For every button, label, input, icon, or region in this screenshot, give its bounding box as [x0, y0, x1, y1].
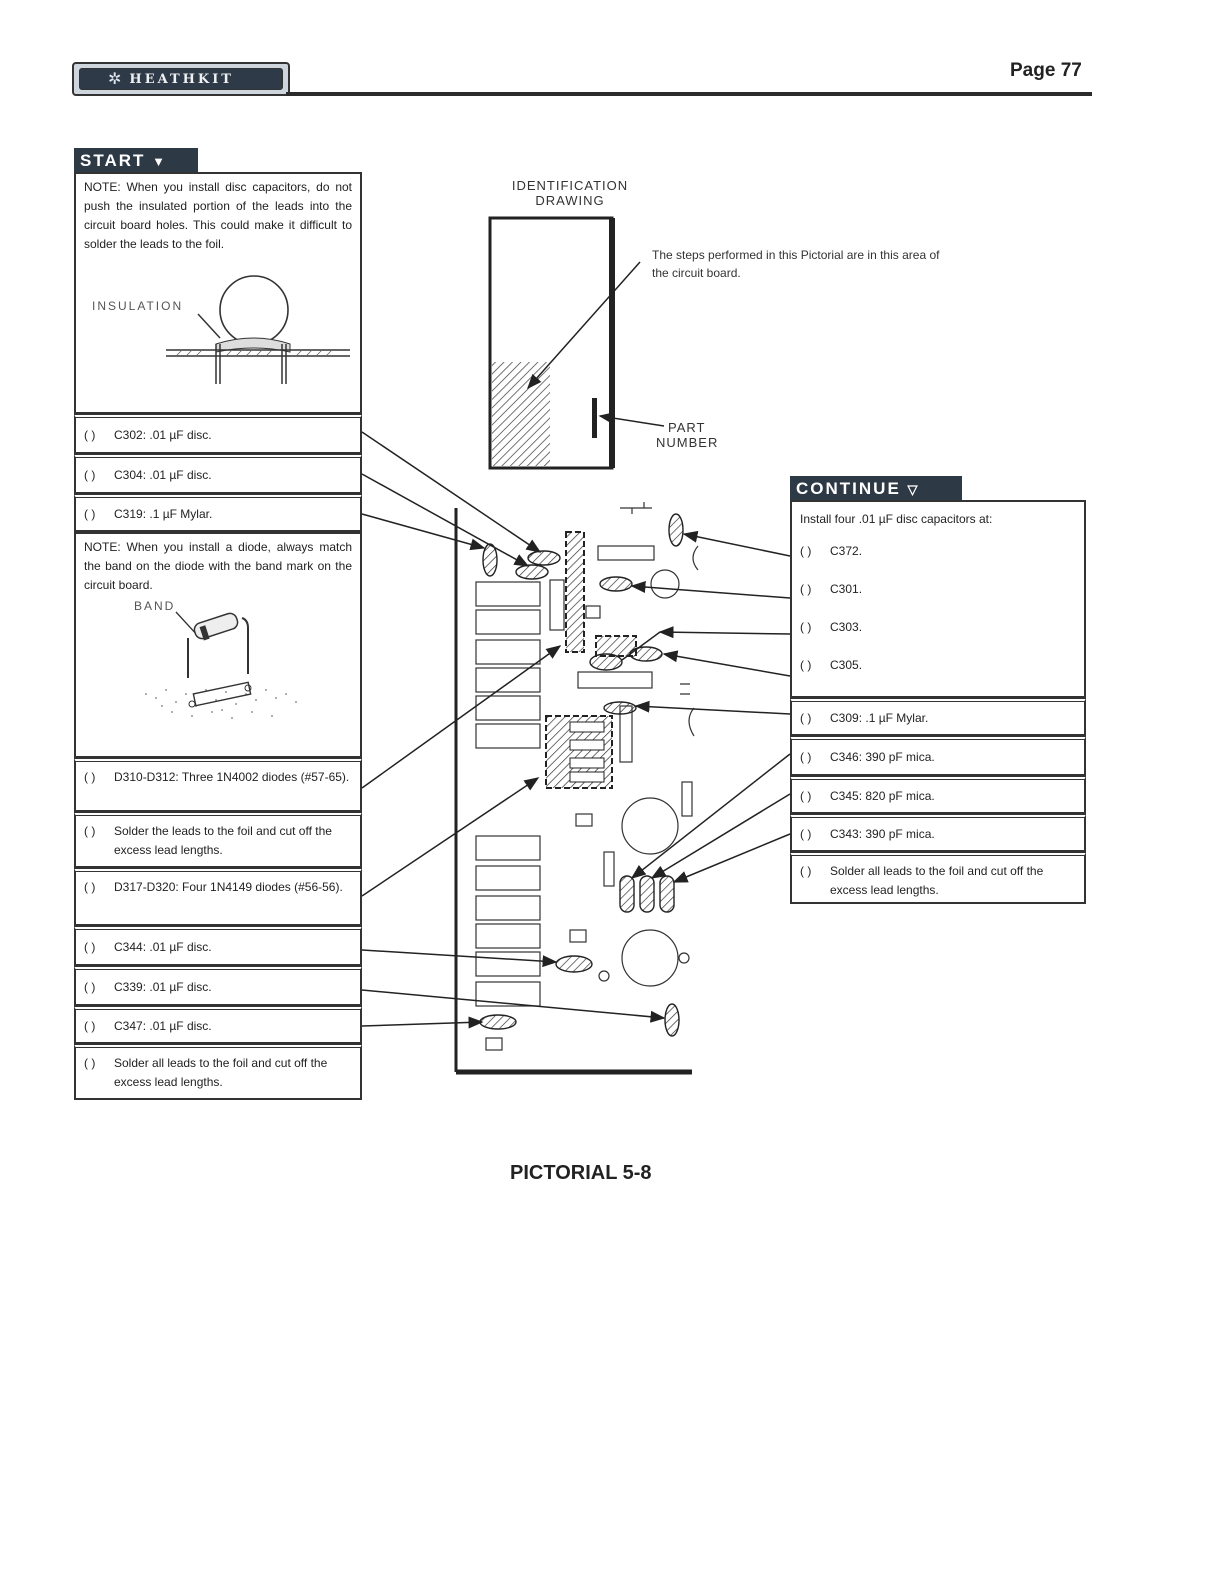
step-c372[interactable]: ( ) C372.: [792, 532, 1084, 570]
checkbox[interactable]: ( ): [800, 582, 812, 596]
checkbox[interactable]: ( ): [84, 507, 96, 521]
identification-line2: DRAWING: [535, 193, 605, 208]
board-components: [475, 502, 699, 1051]
identification-title: IDENTIFICATION DRAWING: [490, 178, 650, 208]
step-text: C309: .1 µF Mylar.: [830, 711, 929, 725]
step-text: C339: .01 µF disc.: [114, 980, 212, 994]
page-number: Page 77: [1010, 60, 1082, 81]
continue-disc-list: Install four .01 µF disc capacitors at: …: [790, 500, 1086, 698]
step-c344[interactable]: ( ) C344: .01 µF disc.: [74, 926, 362, 966]
pictorial-caption: PICTORIAL 5-8: [510, 1162, 652, 1184]
insulation-label: INSULATION: [92, 299, 183, 313]
step-solder-3[interactable]: ( ) Solder all leads to the foil and cut…: [790, 852, 1086, 904]
checkbox[interactable]: ( ): [84, 1056, 96, 1070]
step-c309[interactable]: ( ) C309: .1 µF Mylar.: [790, 698, 1086, 736]
checkbox[interactable]: ( ): [84, 980, 96, 994]
step-text: C303.: [830, 620, 863, 634]
note-disc-text: NOTE: When you install disc capacitors, …: [84, 180, 352, 251]
main-board-outline: [454, 508, 692, 1075]
note-diode-band: NOTE: When you install a diode, always m…: [74, 532, 362, 758]
work-area: [545, 531, 637, 789]
checkbox[interactable]: ( ): [800, 620, 812, 634]
step-c345[interactable]: ( ) C345: 820 pF mica.: [790, 776, 1086, 814]
arrow-down-outline-icon: ▽: [907, 482, 920, 497]
step-c343[interactable]: ( ) C343: 390 pF mica.: [790, 814, 1086, 852]
continue-banner: CONTINUE ▽: [790, 476, 962, 502]
checkbox[interactable]: ( ): [800, 789, 812, 803]
heathkit-logo: ✲ HEATHKIT: [72, 62, 290, 96]
step-d310-d312[interactable]: ( ) D310-D312: Three 1N4002 diodes (#57-…: [74, 758, 362, 812]
step-c319[interactable]: ( ) C319: .1 µF Mylar.: [74, 494, 362, 532]
start-banner: START ▼: [74, 148, 198, 174]
step-c304[interactable]: ( ) C304: .01 µF disc.: [74, 454, 362, 494]
part-line1: PART: [668, 420, 706, 435]
step-text: D310-D312: Three 1N4002 diodes (#57-65).: [114, 770, 350, 784]
checkbox[interactable]: ( ): [84, 428, 96, 442]
step-d317-d320[interactable]: ( ) D317-D320: Four 1N4149 diodes (#56-5…: [74, 868, 362, 926]
part-number-label: PART NUMBER: [656, 420, 718, 450]
start-banner-label: START: [80, 151, 146, 170]
step-text: Solder the leads to the foil and cut off…: [114, 824, 332, 857]
step-c346[interactable]: ( ) C346: 390 pF mica.: [790, 736, 1086, 776]
checkbox[interactable]: ( ): [800, 658, 812, 672]
step-text: C345: 820 pF mica.: [830, 789, 935, 803]
identification-board-outline: [488, 216, 665, 470]
atom-icon: ✲: [108, 71, 122, 88]
continue-banner-label: CONTINUE: [796, 479, 901, 498]
checkbox[interactable]: ( ): [84, 1019, 96, 1033]
identification-line1: IDENTIFICATION: [511, 178, 629, 193]
band-label: BAND: [134, 599, 175, 613]
step-c339[interactable]: ( ) C339: .01 µF disc.: [74, 966, 362, 1006]
step-text: C347: .01 µF disc.: [114, 1019, 212, 1033]
step-text: C302: .01 µF disc.: [114, 428, 212, 442]
step-solder-2[interactable]: ( ) Solder all leads to the foil and cut…: [74, 1044, 362, 1100]
step-c303[interactable]: ( ) C303.: [792, 608, 1084, 646]
continue-intro: Install four .01 µF disc capacitors at:: [800, 512, 993, 526]
checkbox[interactable]: ( ): [84, 880, 96, 894]
step-text: D317-D320: Four 1N4149 diodes (#56-56).: [114, 880, 343, 894]
step-text: C301.: [830, 582, 863, 596]
step-c347[interactable]: ( ) C347: .01 µF disc.: [74, 1006, 362, 1044]
part-line2: NUMBER: [656, 435, 719, 450]
step-text: C343: 390 pF mica.: [830, 827, 935, 841]
checkbox[interactable]: ( ): [800, 711, 812, 725]
note-diode-text: NOTE: When you install a diode, always m…: [84, 540, 352, 592]
checkbox[interactable]: ( ): [800, 864, 812, 878]
checkbox[interactable]: ( ): [84, 770, 96, 784]
step-text: C304: .01 µF disc.: [114, 468, 212, 482]
capacitor-symbols: [479, 513, 684, 1037]
step-text: C344: .01 µF disc.: [114, 940, 212, 954]
checkbox[interactable]: ( ): [84, 468, 96, 482]
left-leader-arrows: [361, 431, 666, 1029]
step-c305[interactable]: ( ) C305.: [792, 646, 1084, 684]
disc-capacitor-illustration: INSULATION: [92, 275, 350, 384]
step-text: C346: 390 pF mica.: [830, 750, 935, 764]
note-disc-capacitors: NOTE: When you install disc capacitors, …: [74, 172, 362, 414]
checkbox[interactable]: ( ): [800, 544, 812, 558]
steps-area-note: The steps performed in this Pictorial ar…: [652, 248, 940, 280]
arrow-down-icon: ▼: [152, 154, 168, 169]
step-c301[interactable]: ( ) C301.: [792, 570, 1084, 608]
checkbox[interactable]: ( ): [800, 827, 812, 841]
step-solder-1[interactable]: ( ) Solder the leads to the foil and cut…: [74, 812, 362, 868]
checkbox[interactable]: ( ): [84, 824, 96, 838]
step-text: Solder all leads to the foil and cut off…: [114, 1056, 328, 1089]
checkbox[interactable]: ( ): [800, 750, 812, 764]
brand-name: HEATHKIT: [129, 71, 234, 87]
step-c302[interactable]: ( ) C302: .01 µF disc.: [74, 414, 362, 454]
checkbox[interactable]: ( ): [84, 940, 96, 954]
right-leader-arrows: [621, 530, 791, 883]
header-rule: [286, 92, 1092, 96]
diode-illustration: BAND: [134, 599, 297, 719]
step-text: C372.: [830, 544, 863, 558]
step-text: C319: .1 µF Mylar.: [114, 507, 213, 521]
step-text: Solder all leads to the foil and cut off…: [830, 864, 1044, 897]
step-text: C305.: [830, 658, 863, 672]
